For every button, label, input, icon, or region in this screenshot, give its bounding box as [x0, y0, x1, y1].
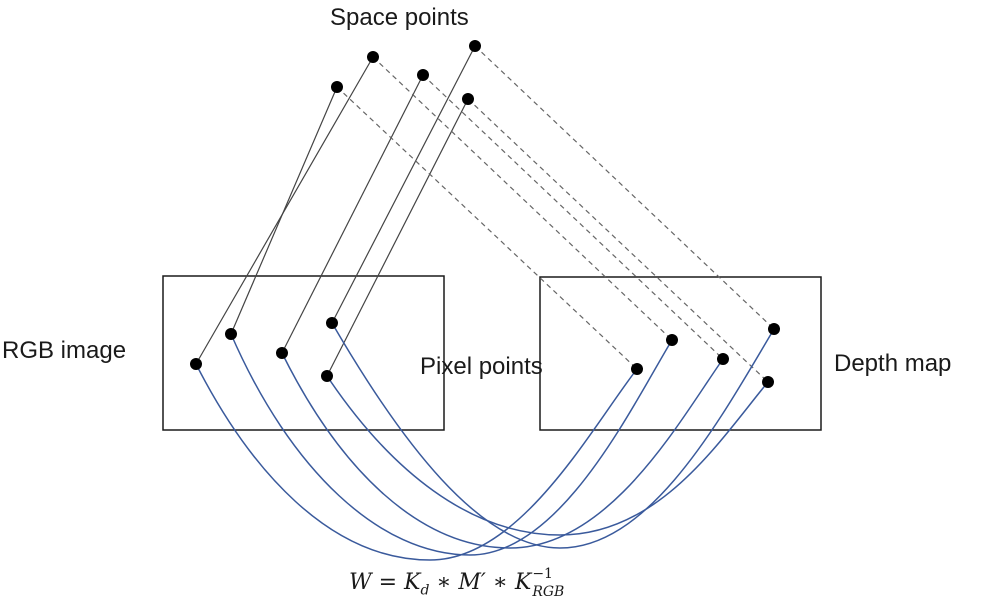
depth-projection-line [467, 98, 769, 383]
rgb-projection-line [281, 74, 424, 354]
depth-map-box [539, 276, 822, 431]
rgb-image-label: RGB image [2, 337, 127, 364]
formula-k-rgb: K [514, 570, 532, 595]
space-points-title: Space points [330, 4, 469, 31]
depth-pixel-points [631, 323, 780, 388]
formula-star-2: ∗ [485, 570, 515, 595]
depth-pixel-point [666, 334, 678, 346]
rgb-projection-line [326, 98, 469, 377]
correspondence-curves [195, 322, 775, 561]
depth-projection-line [422, 74, 724, 360]
correspondence-curve [281, 352, 724, 549]
formula-equals: = [371, 570, 405, 595]
correspondence-curve [230, 333, 673, 556]
depth-pixel-point [717, 353, 729, 365]
depth-projection-line [474, 45, 775, 330]
formula-k-rgb-superscript: −1 [532, 566, 553, 582]
formula-kd: K [404, 570, 421, 595]
depth-map-label: Depth map [834, 350, 952, 377]
rgb-image-box [162, 275, 445, 431]
rgb-pixel-point [326, 317, 338, 329]
pixel-points-label: Pixel points [420, 353, 543, 380]
space-point [367, 51, 379, 63]
depth-projection-lines [336, 45, 775, 383]
space-point [462, 93, 474, 105]
space-points [331, 40, 481, 105]
formula-k-rgb-subscript: RGB [532, 584, 565, 600]
rgb-pixel-point [190, 358, 202, 370]
depth-pixel-point [762, 376, 774, 388]
space-point [417, 69, 429, 81]
rgb-projection-line [331, 45, 476, 324]
space-point [469, 40, 481, 52]
formula-kd-subscript: d [420, 582, 430, 599]
depth-pixel-point [631, 363, 643, 375]
rgb-pixel-points [190, 317, 338, 382]
rgb-pixel-point [276, 347, 288, 359]
depth-projection-line [372, 56, 673, 341]
correspondence-curve [195, 363, 638, 561]
depth-pixel-point [768, 323, 780, 335]
correspondence-curve [331, 322, 775, 549]
rgb-pixel-point [321, 370, 333, 382]
correspondence-curve [326, 375, 769, 536]
rgb-projection-lines [195, 45, 476, 377]
formula-lhs: W [349, 570, 372, 595]
formula-m-prime: M′ [458, 570, 486, 595]
space-point [331, 81, 343, 93]
rgb-pixel-point [225, 328, 237, 340]
depth-projection-line [336, 86, 638, 370]
rgb-projection-line [230, 86, 338, 335]
formula-star-1: ∗ [429, 570, 459, 595]
